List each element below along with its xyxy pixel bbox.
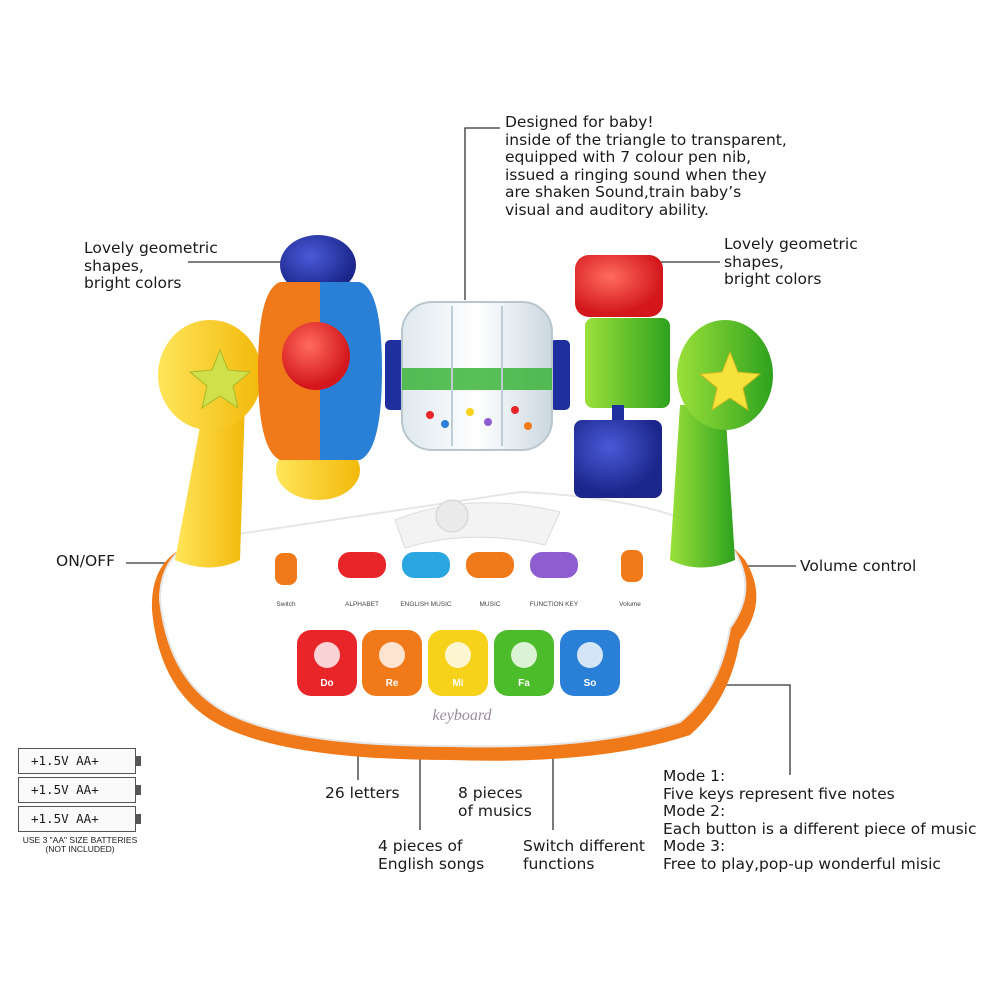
- button-label-switch: Switch: [276, 601, 296, 608]
- battery-cell: +1.5V AA+: [18, 748, 141, 774]
- button-label-alphabet: ALPHABET: [345, 601, 379, 608]
- left-geometric-shapes: [258, 235, 382, 500]
- label-volume-control: Volume control: [800, 557, 917, 575]
- battery-diagram: +1.5V AA+ +1.5V AA+ +1.5V AA+ USE 3 "AA"…: [18, 748, 142, 854]
- label-modes: Mode 1: Five keys represent five notes M…: [663, 767, 977, 873]
- function-buttons: [275, 550, 643, 585]
- right-handle: [670, 320, 773, 568]
- button-label-music: MUSIC: [480, 601, 501, 608]
- button-label-function-key: FUNCTION KEY: [530, 601, 579, 608]
- brand-text: keyboard: [433, 707, 493, 724]
- battery-cell: +1.5V AA+: [18, 777, 141, 803]
- label-musics: 8 pieces of musics: [458, 784, 532, 820]
- button-label-volume: Volume: [619, 601, 641, 608]
- right-geometric-shapes: [574, 255, 670, 498]
- battery-note: USE 3 "AA" SIZE BATTERIES (NOT INCLUDED): [22, 835, 138, 854]
- label-left-shapes: Lovely geometric shapes, bright colors: [84, 239, 218, 292]
- key-note-re: Re: [386, 678, 399, 689]
- label-switch-functions: Switch different functions: [523, 837, 646, 873]
- label-on-off: ON/OFF: [56, 552, 116, 570]
- label-english-songs: 4 pieces of English songs: [378, 837, 485, 873]
- battery-cell: +1.5V AA+: [18, 806, 141, 832]
- rattle-cylinder: [385, 301, 570, 451]
- key-note-so: So: [584, 678, 597, 689]
- key-note-do: Do: [320, 678, 333, 689]
- piano-keys: [297, 630, 620, 696]
- left-handle: [158, 320, 262, 568]
- button-label-english-music: ENGLISH MUSIC: [400, 601, 452, 608]
- label-right-shapes: Lovely geometric shapes, bright colors: [724, 235, 858, 288]
- label-top-center: Designed for baby! inside of the triangl…: [505, 113, 787, 219]
- key-note-fa: Fa: [518, 678, 530, 689]
- label-26-letters: 26 letters: [325, 784, 400, 802]
- key-note-mi: Mi: [452, 678, 463, 689]
